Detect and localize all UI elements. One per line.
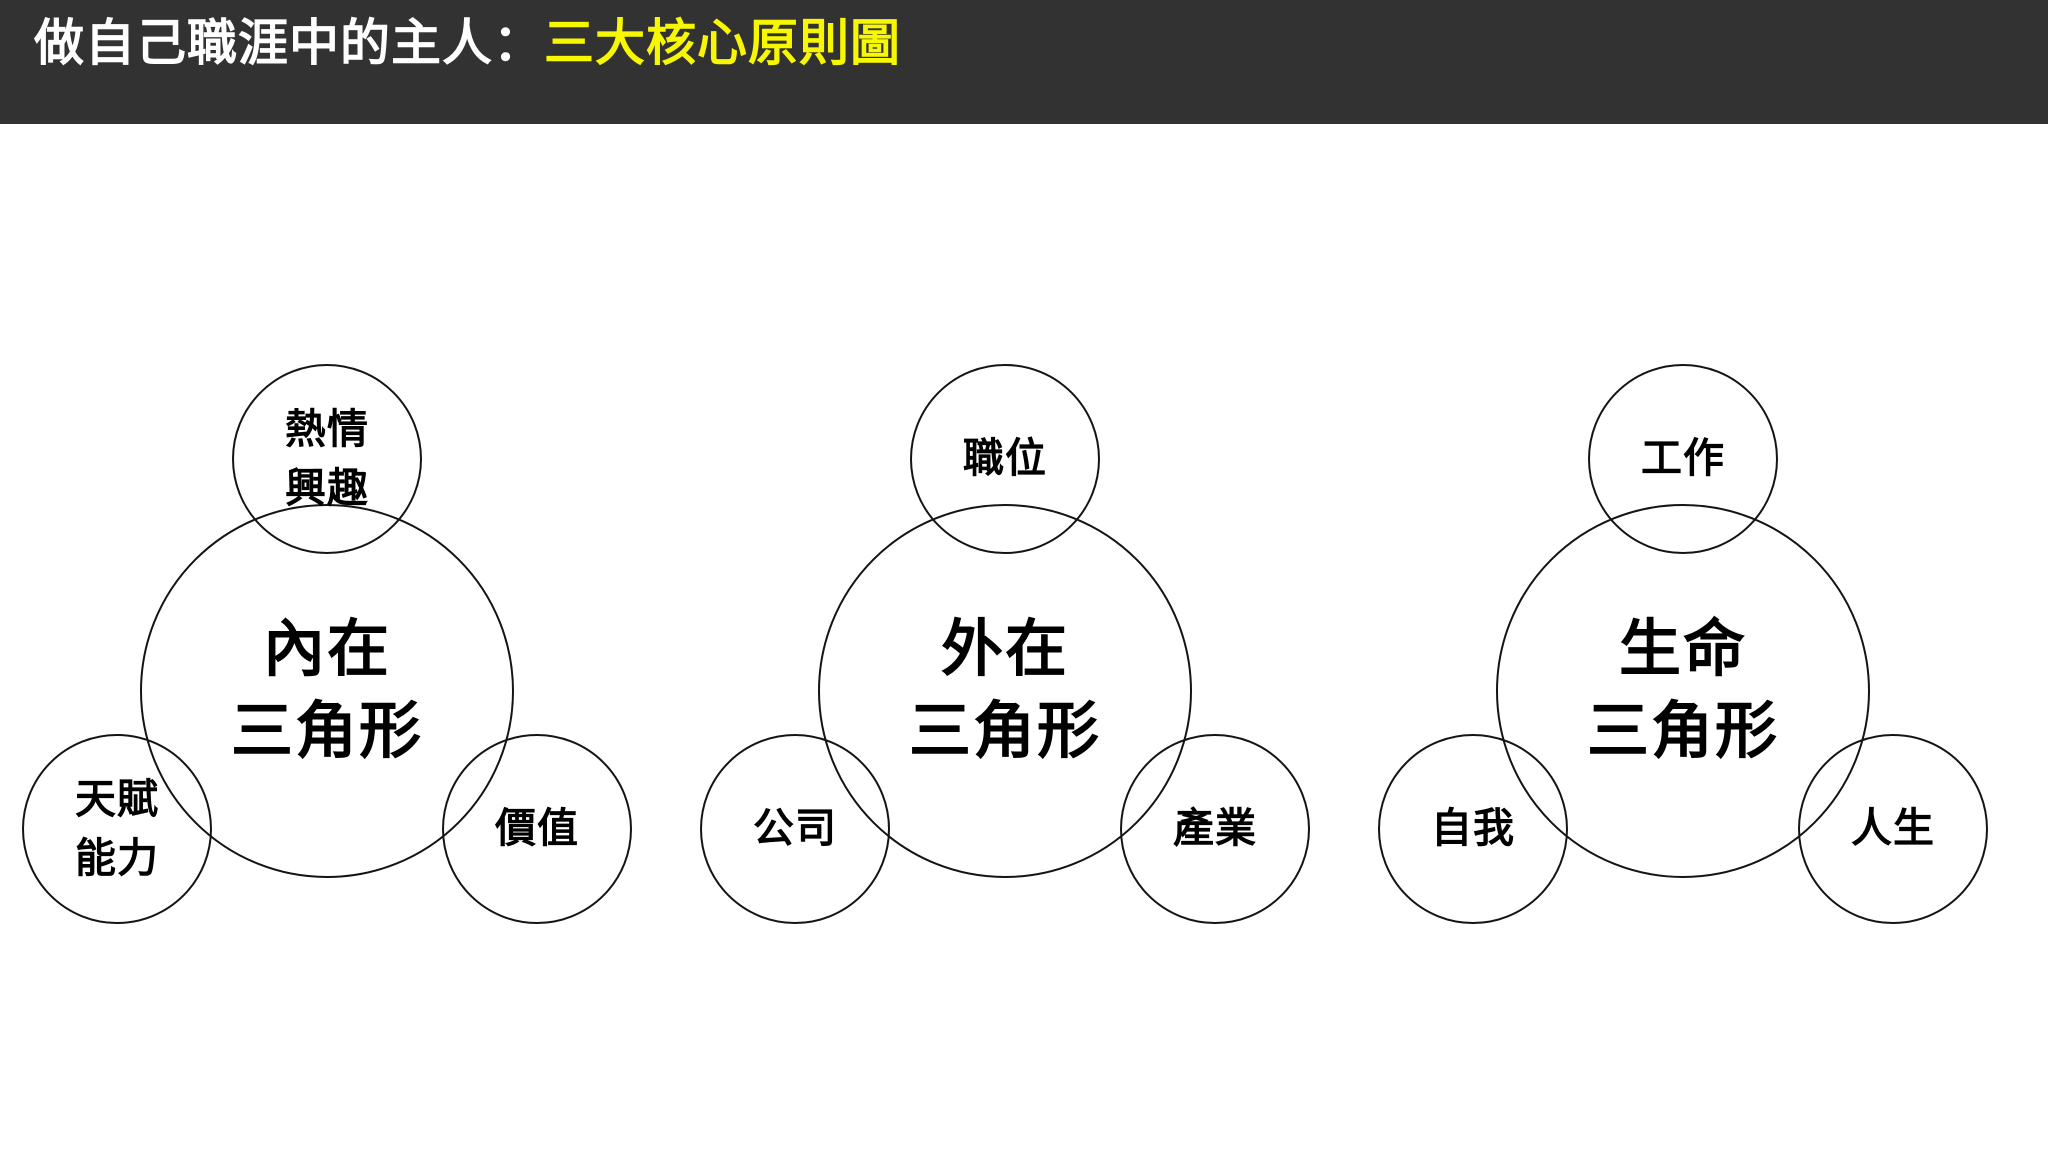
satellite-label-line1: 自我 xyxy=(1431,805,1515,852)
center-circle-external-triangle[interactable]: 外在 三角形 xyxy=(818,504,1192,878)
center-label-line1: 內在 xyxy=(262,615,391,685)
satellite-circle-work[interactable]: 工作 xyxy=(1588,364,1778,554)
satellite-circle-self[interactable]: 自我 xyxy=(1378,734,1568,924)
satellite-label-line1: 熱情 xyxy=(285,405,369,452)
satellite-label-line1: 價值 xyxy=(495,805,579,852)
satellite-circle-company[interactable]: 公司 xyxy=(700,734,890,924)
satellite-label-line1: 天賦 xyxy=(75,775,159,822)
page-title: 做自己職涯中的主人：三大核心原則圖 xyxy=(34,18,901,68)
center-label-line1: 外在 xyxy=(940,615,1069,685)
center-label-inner-triangle: 內在 三角形 xyxy=(231,609,423,773)
center-label-line2: 三角形 xyxy=(230,697,423,766)
satellite-label-line1: 公司 xyxy=(753,805,837,852)
satellite-circle-life[interactable]: 人生 xyxy=(1798,734,1988,924)
page-title-highlight: 三大核心原則圖 xyxy=(544,15,901,71)
satellite-label-industry: 產業 xyxy=(1173,799,1257,858)
satellite-label-line2: 興趣 xyxy=(285,465,369,511)
center-label-life-triangle: 生命 三角形 xyxy=(1587,609,1779,773)
page-title-plain: 做自己職涯中的主人： xyxy=(34,15,544,71)
triad-group-inner-triangle: 內在 三角形 熱情 興趣 天賦 能力 價值 xyxy=(22,364,642,924)
satellite-label-work: 工作 xyxy=(1641,429,1725,488)
satellite-label-talent-ability: 天賦 能力 xyxy=(75,770,159,889)
satellite-label-company: 公司 xyxy=(753,799,837,858)
satellite-label-line1: 人生 xyxy=(1851,805,1935,852)
satellite-label-line1: 產業 xyxy=(1173,805,1257,852)
triad-group-external-triangle: 外在 三角形 職位 公司 產業 xyxy=(700,364,1320,924)
center-label-external-triangle: 外在 三角形 xyxy=(909,609,1101,773)
satellite-circle-talent-ability[interactable]: 天賦 能力 xyxy=(22,734,212,924)
satellite-label-self: 自我 xyxy=(1431,799,1515,858)
center-label-line1: 生命 xyxy=(1618,615,1747,685)
satellite-circle-passion-interest[interactable]: 熱情 興趣 xyxy=(232,364,422,554)
center-label-line2: 三角形 xyxy=(908,697,1101,766)
satellite-circle-values[interactable]: 價值 xyxy=(442,734,632,924)
satellite-circle-position[interactable]: 職位 xyxy=(910,364,1100,554)
diagram-canvas: 內在 三角形 熱情 興趣 天賦 能力 價值 外在 三 xyxy=(0,124,2048,1152)
center-label-line2: 三角形 xyxy=(1586,697,1779,766)
satellite-circle-industry[interactable]: 產業 xyxy=(1120,734,1310,924)
satellite-label-line2: 能力 xyxy=(75,835,159,881)
satellite-label-line1: 職位 xyxy=(963,435,1047,482)
satellite-label-values: 價值 xyxy=(495,799,579,858)
satellite-label-passion-interest: 熱情 興趣 xyxy=(285,400,369,519)
satellite-label-line1: 工作 xyxy=(1641,435,1725,482)
satellite-label-life: 人生 xyxy=(1851,799,1935,858)
center-circle-inner-triangle[interactable]: 內在 三角形 xyxy=(140,504,514,878)
header-bar: 做自己職涯中的主人：三大核心原則圖 xyxy=(0,0,2048,124)
satellite-label-position: 職位 xyxy=(963,429,1047,488)
triad-group-life-triangle: 生命 三角形 工作 自我 人生 xyxy=(1378,364,1998,924)
